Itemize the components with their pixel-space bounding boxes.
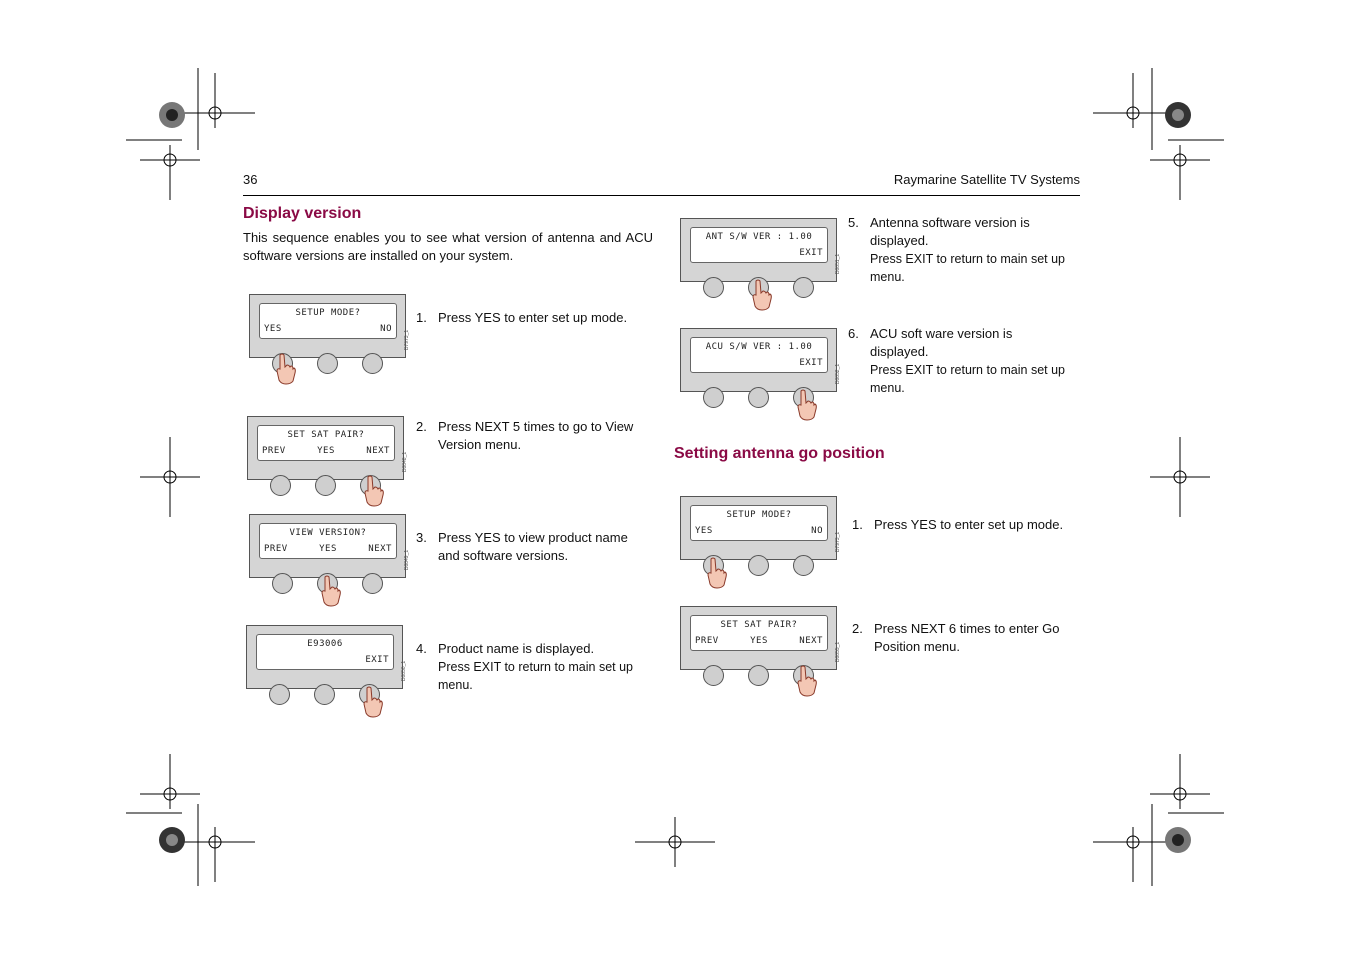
lcd-softkey: NEXT (366, 446, 390, 456)
step-number: 5. (848, 215, 859, 230)
lcd-softkey: NO (811, 526, 823, 536)
lcd-softkey: PREV (262, 446, 286, 456)
page-number: 36 (243, 172, 258, 187)
control-unit-graphic: E93006 EXIT D8850_1 (246, 625, 407, 718)
display-version-heading: Display version (243, 205, 362, 222)
center-button[interactable] (317, 353, 338, 374)
lcd-line1: ANT S/W VER : 1.00 (705, 232, 813, 242)
step-subtext: Press EXIT to return to main set up menu… (438, 660, 633, 692)
step-number: 1. (416, 310, 427, 325)
pointing-hand-icon (321, 575, 341, 607)
step-number: 4. (416, 641, 427, 656)
lcd-display: ACU S/W VER : 1.00 EXIT (690, 337, 828, 373)
lcd-display: ANT S/W VER : 1.00 EXIT (690, 227, 828, 263)
step-subtext: Press EXIT to return to main set up menu… (870, 252, 1065, 284)
center-button[interactable] (748, 555, 769, 576)
step-text: Press YES to view product name and softw… (438, 530, 628, 563)
control-unit-graphic: ACU S/W VER : 1.00 EXIT D8852_1 (680, 328, 841, 421)
step-number: 2. (416, 419, 427, 434)
lcd-line1: E93006 (307, 639, 343, 649)
step-subtext: Press EXIT to return to main set up menu… (870, 363, 1065, 395)
center-button[interactable] (748, 387, 769, 408)
center-button[interactable] (314, 684, 335, 705)
pointing-hand-icon (363, 686, 383, 718)
lcd-softkey: EXIT (799, 358, 823, 368)
lcd-line1: SETUP MODE? (726, 510, 792, 520)
lcd-display: VIEW VERSION? PREV YES NEXT (259, 523, 397, 559)
lcd-softkey: YES (264, 324, 282, 334)
left-button[interactable] (703, 665, 724, 686)
lcd-line1: SET SAT PAIR? (287, 430, 365, 440)
right-button[interactable] (362, 353, 383, 374)
lcd-softkey: PREV (695, 636, 719, 646)
intro-paragraph: This sequence enables you to see what ve… (243, 230, 653, 263)
lcd-display: SETUP MODE? YES NO (690, 505, 828, 541)
lcd-display: SETUP MODE? YES NO (259, 303, 397, 339)
step-text: Press YES to enter set up mode. (874, 517, 1064, 532)
lcd-softkey: YES (319, 544, 337, 554)
center-button[interactable] (315, 475, 336, 496)
right-button[interactable] (793, 277, 814, 298)
lcd-line1: SETUP MODE? (295, 308, 361, 318)
lcd-softkey: NEXT (368, 544, 392, 554)
pointing-hand-icon (276, 353, 296, 385)
lcd-line1: VIEW VERSION? (289, 528, 367, 538)
center-button[interactable] (748, 665, 769, 686)
go-position-heading: Setting antenna go position (674, 445, 885, 462)
left-button[interactable] (703, 277, 724, 298)
lcd-softkey: NO (380, 324, 392, 334)
lcd-line1: SET SAT PAIR? (720, 620, 798, 630)
step-number: 2. (852, 621, 863, 636)
pointing-hand-icon (752, 279, 772, 311)
pointing-hand-icon (797, 389, 817, 421)
lcd-display: SET SAT PAIR? PREV YES NEXT (690, 615, 828, 651)
left-button[interactable] (269, 684, 290, 705)
pointing-hand-icon (707, 557, 727, 589)
right-button[interactable] (793, 555, 814, 576)
step-text: Antenna software version is displayed. (870, 215, 1030, 248)
step-number: 6. (848, 326, 859, 341)
left-button[interactable] (703, 387, 724, 408)
lcd-softkey: PREV (264, 544, 288, 554)
lcd-softkey: EXIT (365, 655, 389, 665)
step-text: Product name is displayed. (438, 641, 595, 656)
lcd-softkey: EXIT (799, 248, 823, 258)
step-text: ACU soft ware version is displayed. (870, 326, 1013, 359)
lcd-softkey: NEXT (799, 636, 823, 646)
document-title: Raymarine Satellite TV Systems (893, 172, 1080, 187)
step-text: Press YES to enter set up mode. (438, 310, 628, 325)
pointing-hand-icon (797, 665, 817, 697)
left-button[interactable] (272, 573, 293, 594)
step-number: 1. (852, 517, 863, 532)
lcd-display: E93006 EXIT (256, 634, 394, 670)
lcd-line1: ACU S/W VER : 1.00 (705, 342, 813, 352)
pointing-hand-icon (364, 475, 384, 507)
lcd-softkey: YES (317, 446, 335, 456)
lcd-softkey: YES (750, 636, 768, 646)
step-text: Press NEXT 6 times to enter Go Position … (874, 621, 1060, 654)
left-button[interactable] (270, 475, 291, 496)
lcd-softkey: YES (695, 526, 713, 536)
right-button[interactable] (362, 573, 383, 594)
header-rule (243, 195, 1080, 196)
control-unit-graphic: ANT S/W VER : 1.00 EXIT D8851_1 (680, 218, 841, 311)
step-text: Press NEXT 5 times to go to View Version… (438, 419, 634, 452)
lcd-display: SET SAT PAIR? PREV YES NEXT (257, 425, 395, 461)
step-number: 3. (416, 530, 427, 545)
